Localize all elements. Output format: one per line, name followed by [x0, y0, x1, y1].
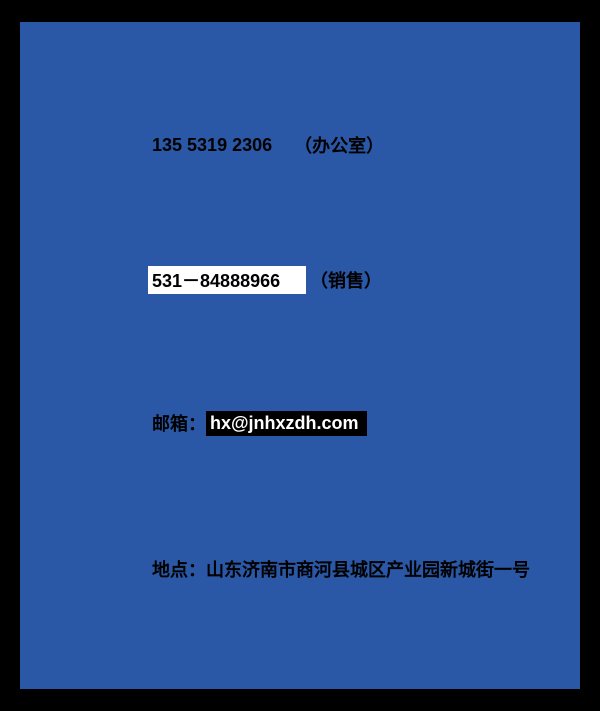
sales-phone-highlight-box: 531－84888966 [148, 266, 306, 294]
sales-phone-line: 531－84888966 （销售） [148, 266, 382, 294]
sales-phone-number: 531－84888966 [152, 271, 281, 291]
office-phone-label: （办公室） [294, 136, 385, 156]
email-label: 邮箱： [152, 414, 206, 434]
office-phone-number: 135 5319 2306 [152, 134, 273, 155]
slide-background: 135 5319 2306 （办公室） 531－84888966 （销售） 邮箱… [20, 22, 580, 689]
email-line: 邮箱： hx@jnhxzdh.com [152, 410, 367, 436]
address-text: 地点：山东济南市商河县城区产业园新城街一号 [152, 560, 530, 580]
sales-phone-label: （销售） [310, 271, 382, 291]
office-phone-line: 135 5319 2306 （办公室） [152, 132, 384, 158]
email-value: hx@jnhxzdh.com [206, 410, 367, 436]
address-line: 地点：山东济南市商河县城区产业园新城街一号 [152, 556, 530, 582]
